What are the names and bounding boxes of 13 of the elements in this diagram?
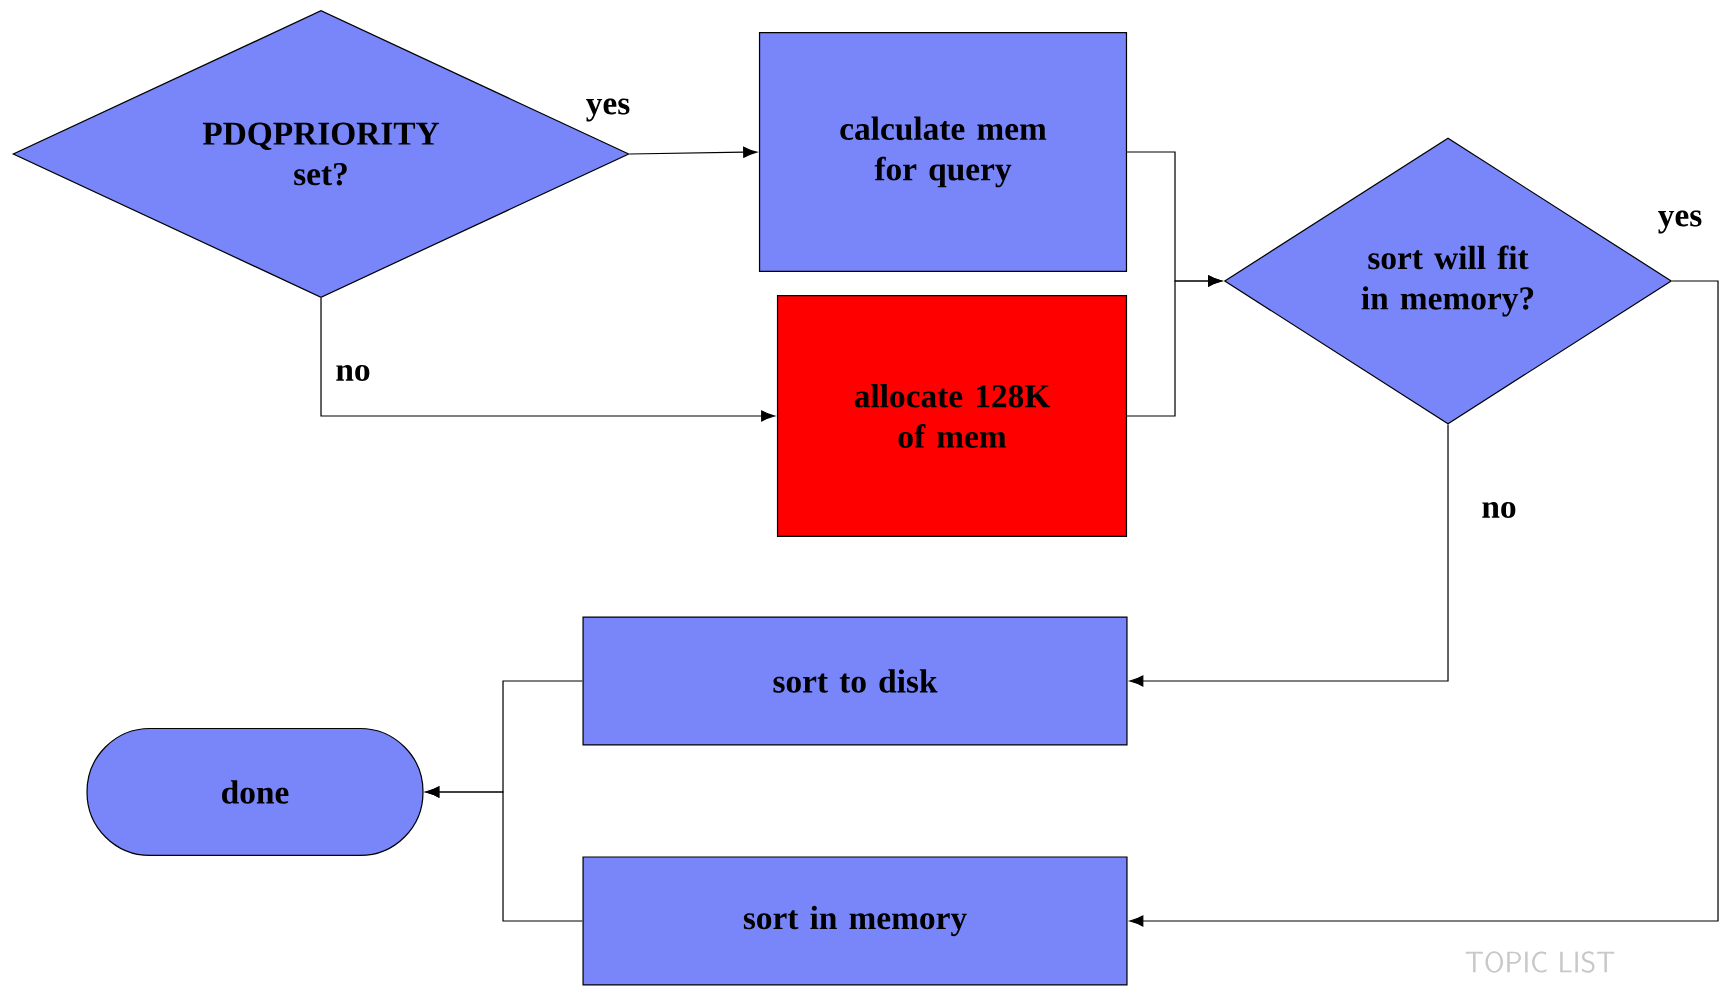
arrow [1129, 423, 1449, 687]
process-box: sort to disk [582, 616, 1128, 746]
edge-label: no [1479, 500, 1519, 520]
process-box: sort in memory [582, 856, 1128, 986]
edge-label: no [333, 363, 373, 383]
edge-label: yes [584, 96, 632, 124]
arrow [320, 297, 776, 422]
arrow [628, 146, 758, 158]
process-box: calculate mem for query [758, 31, 1128, 273]
arrow [1129, 280, 1719, 927]
arrow [425, 786, 584, 922]
process-box: allocate 128K of mem [776, 294, 1128, 538]
arrow [1126, 275, 1223, 417]
